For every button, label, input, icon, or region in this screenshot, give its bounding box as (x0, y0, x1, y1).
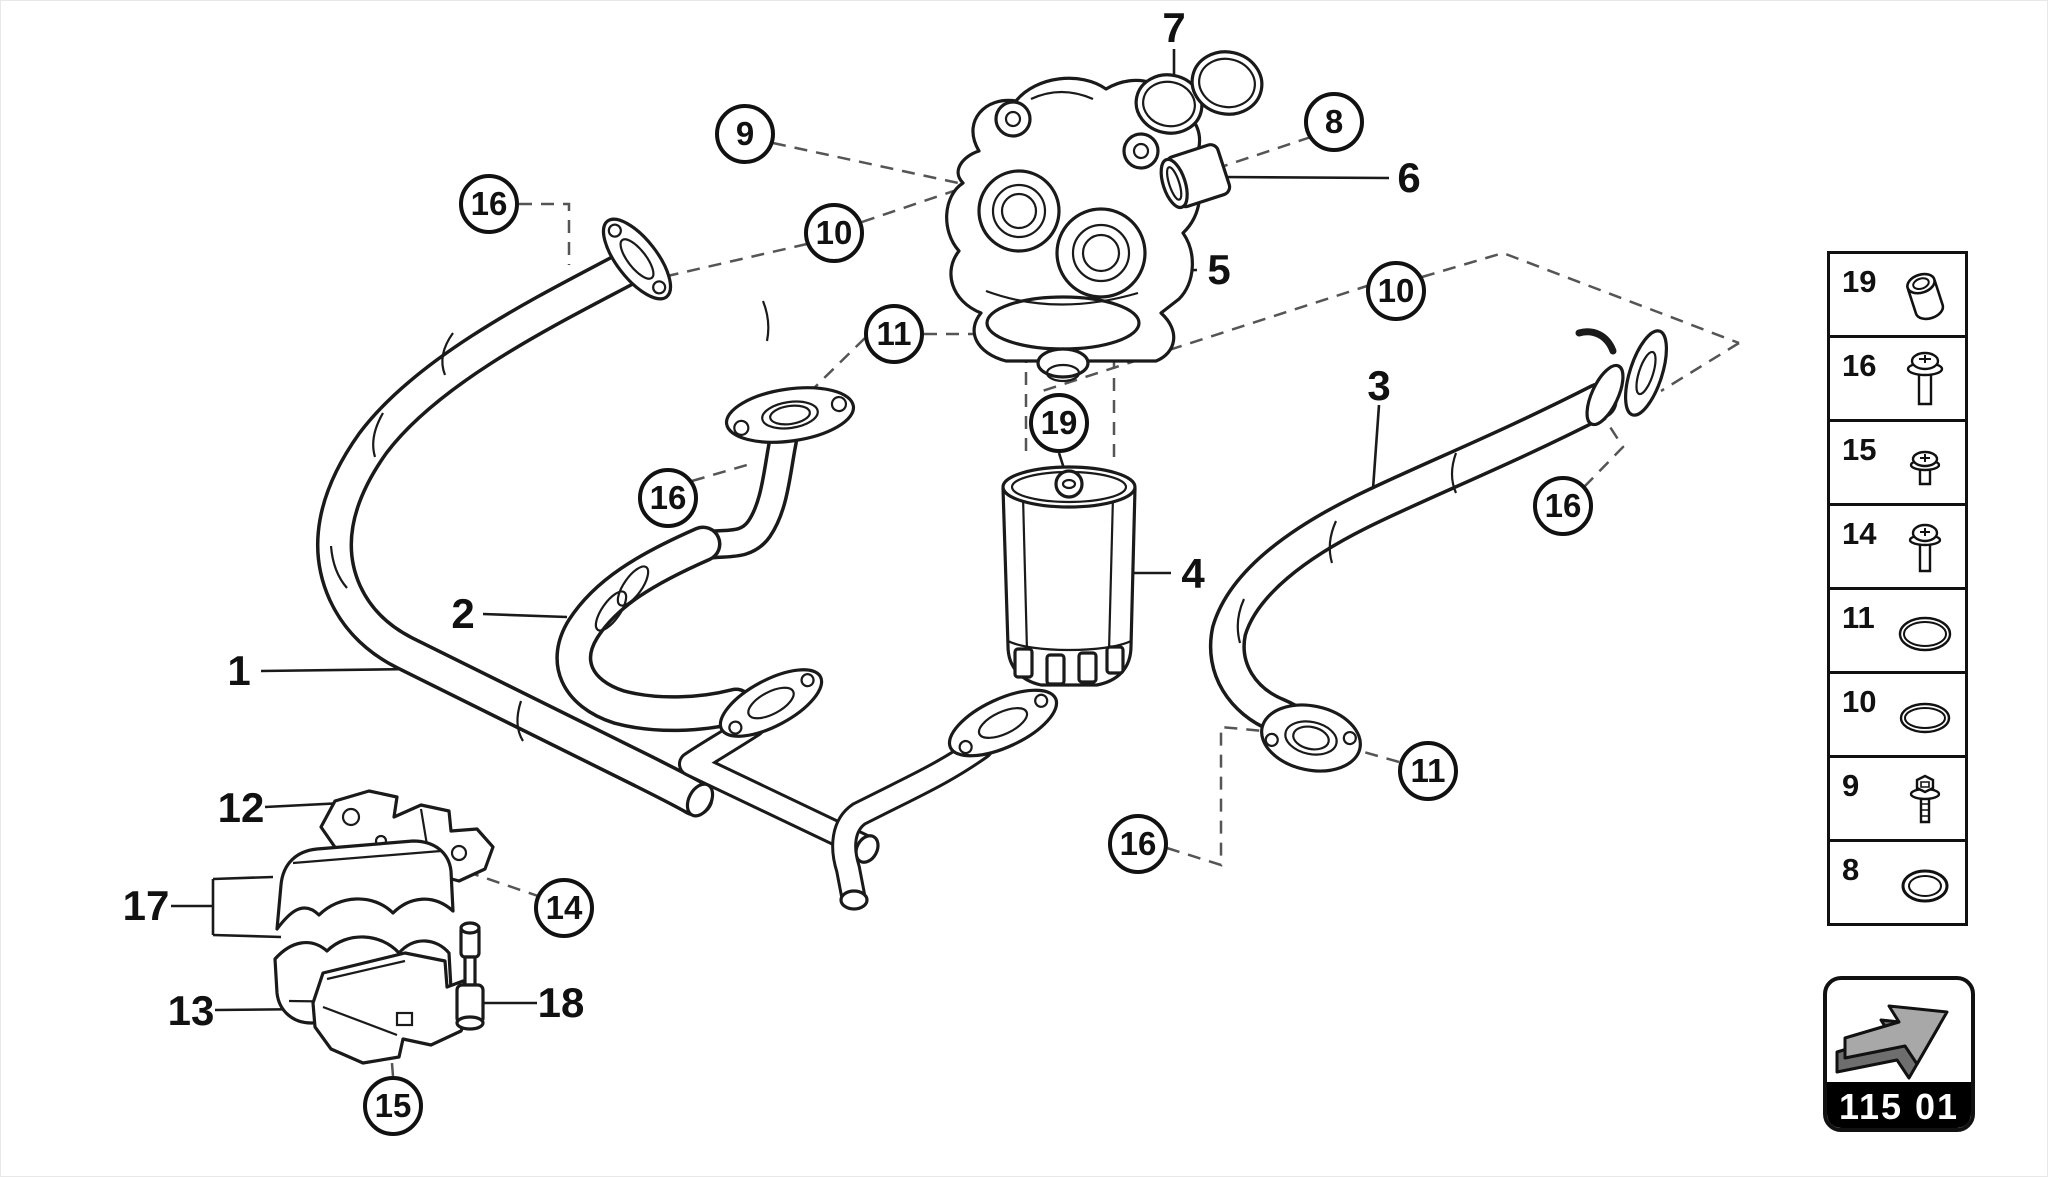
legend-row-8[interactable]: 8 (1827, 839, 1968, 926)
bushing-icon (1895, 264, 1955, 333)
hose-assembly-2 (555, 525, 755, 733)
screw-short-icon (1895, 432, 1955, 501)
callout-16-a[interactable]: 16 (459, 174, 519, 234)
stud-18 (455, 921, 485, 1031)
legend-part-number: 15 (1842, 432, 1877, 467)
callout-7[interactable]: 7 (1162, 4, 1186, 51)
callout-11-a[interactable]: 11 (864, 304, 924, 364)
callout-4[interactable]: 4 (1181, 550, 1205, 597)
cover-bracket-13 (311, 951, 477, 1065)
o-ring-large-icon (1895, 600, 1955, 669)
hose-1 (316, 217, 715, 818)
o-ring-medium-icon (1895, 684, 1955, 753)
clamp-rings-7 (1134, 50, 1264, 135)
callout-18[interactable]: 18 (537, 979, 585, 1026)
next-section-arrow-icon (1827, 980, 1971, 1082)
callout-6[interactable]: 6 (1397, 154, 1421, 201)
legend-row-14[interactable]: 14 (1827, 503, 1968, 590)
legend-row-11[interactable]: 11 (1827, 587, 1968, 674)
callout-13[interactable]: 13 (167, 987, 215, 1034)
flange-bolt-icon (1895, 768, 1955, 837)
legend-part-number: 16 (1842, 348, 1877, 383)
callout-19[interactable]: 19 (1029, 393, 1089, 453)
legend-part-number: 10 (1842, 684, 1877, 719)
callout-17[interactable]: 17 (122, 882, 170, 929)
bushing-6 (1159, 143, 1232, 210)
hose-clamp (594, 565, 650, 632)
callout-5[interactable]: 5 (1207, 246, 1231, 293)
callout-8[interactable]: 8 (1304, 92, 1364, 152)
oil-filter-4 (1001, 465, 1137, 687)
thermostat-housing-5 (945, 76, 1202, 383)
legend-part-number: 11 (1842, 600, 1875, 635)
section-nav-card[interactable]: 115 01 (1823, 976, 1975, 1132)
zigzag-pipe-a (678, 668, 880, 864)
hose-3 (1209, 328, 1669, 773)
fastener-legend: 19 16 (1827, 251, 1968, 926)
legend-part-number: 9 (1842, 768, 1860, 803)
legend-part-number: 8 (1842, 852, 1860, 887)
legend-row-16[interactable]: 16 (1827, 335, 1968, 422)
zigzag-pipe-b (831, 688, 1059, 911)
callout-10-b[interactable]: 10 (1366, 261, 1426, 321)
legend-part-number: 14 (1842, 516, 1877, 551)
section-code: 115 01 (1827, 1082, 1971, 1128)
callout-14[interactable]: 14 (534, 878, 594, 938)
callout-11-b[interactable]: 11 (1398, 741, 1458, 801)
callout-1[interactable]: 1 (227, 647, 251, 694)
legend-row-9[interactable]: 9 (1827, 755, 1968, 842)
legend-row-15[interactable]: 15 (1827, 419, 1968, 506)
callout-10-a[interactable]: 10 (804, 203, 864, 263)
callout-16-d[interactable]: 16 (1108, 814, 1168, 874)
callout-3[interactable]: 3 (1367, 362, 1391, 409)
legend-part-number: 19 (1842, 264, 1877, 299)
screw-long-icon (1895, 348, 1955, 417)
legend-row-10[interactable]: 10 (1827, 671, 1968, 758)
o-ring-small-icon (1895, 852, 1955, 921)
callout-12[interactable]: 12 (217, 784, 265, 831)
callout-16-c[interactable]: 16 (1533, 476, 1593, 536)
callout-15[interactable]: 15 (363, 1076, 423, 1136)
callout-9[interactable]: 9 (715, 104, 775, 164)
callout-16-b[interactable]: 16 (638, 468, 698, 528)
flanged-pipe-top (688, 300, 856, 561)
legend-row-19[interactable]: 19 (1827, 251, 1968, 338)
screw-medium-icon (1895, 516, 1955, 585)
callout-2[interactable]: 2 (451, 590, 475, 637)
